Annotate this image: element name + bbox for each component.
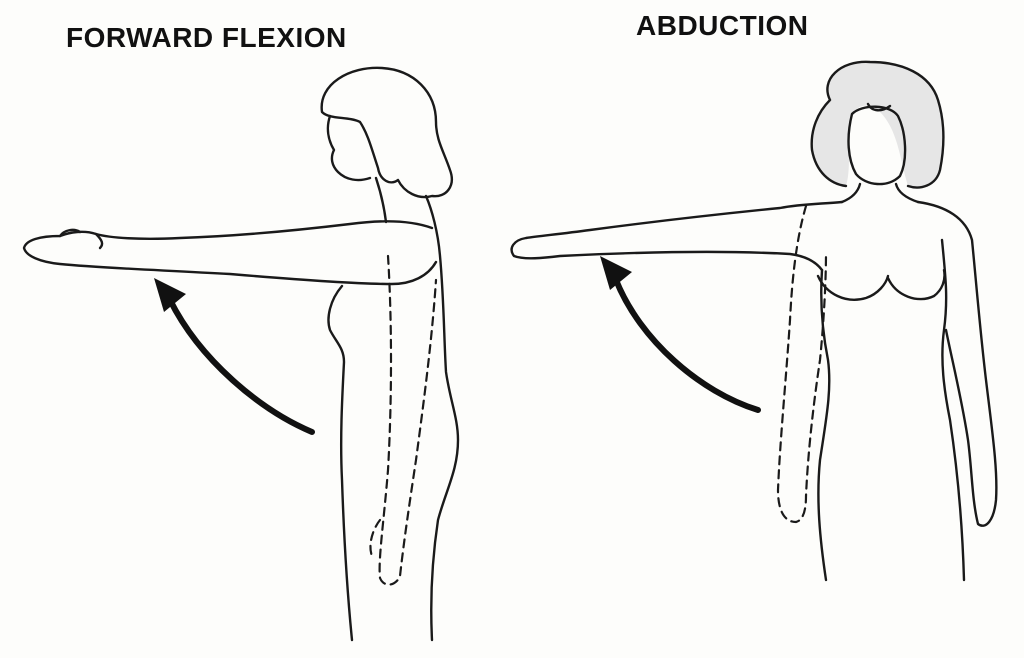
flexion-arrowhead bbox=[154, 278, 186, 312]
abduction-figure-right-side bbox=[916, 200, 998, 527]
abduction-arrowhead bbox=[600, 256, 632, 290]
abduction-label: ABDUCTION bbox=[636, 10, 809, 41]
abduction-figure-raised-arm bbox=[510, 200, 844, 272]
abduction-figure-resting-arm bbox=[776, 204, 828, 524]
flexion-figure-front bbox=[327, 176, 388, 642]
forward-flexion-label: FORWARD FLEXION bbox=[66, 22, 347, 53]
abduction-motion-arrow bbox=[613, 277, 761, 413]
abduction-figure-chest bbox=[816, 268, 946, 301]
flexion-figure-back bbox=[424, 194, 460, 642]
flexion-figure-resting-arm bbox=[378, 254, 438, 586]
abduction-figure-right-waist bbox=[940, 238, 966, 582]
flexion-figure-hand bbox=[58, 228, 104, 250]
flexion-motion-arrow bbox=[167, 297, 315, 435]
abduction-figure-hair-part bbox=[866, 102, 892, 112]
abduction-figure-left-waist bbox=[817, 268, 831, 582]
flexion-figure-raised-arm bbox=[22, 220, 438, 286]
flexion-figure-hair bbox=[320, 66, 453, 199]
flexion-figure-resting-hand bbox=[369, 518, 382, 558]
abduction-figure bbox=[510, 60, 998, 582]
forward-flexion-figure bbox=[22, 66, 460, 642]
abduction-figure-hair-outline bbox=[810, 60, 945, 189]
abduction-figure-neck bbox=[840, 182, 920, 204]
flexion-figure-face bbox=[326, 114, 372, 182]
abduction-figure-hair bbox=[811, 61, 944, 188]
